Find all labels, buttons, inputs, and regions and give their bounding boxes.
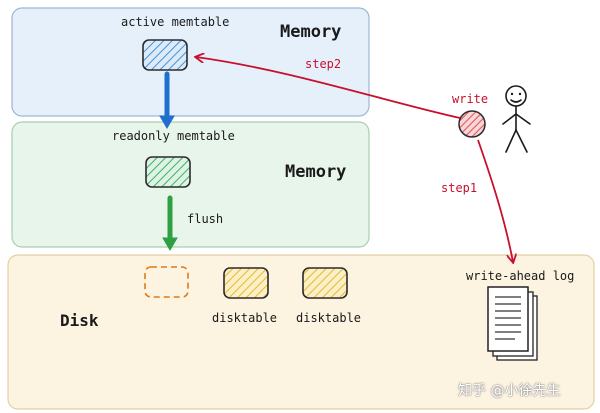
watermark: 知乎 @小徐先生 — [458, 383, 561, 399]
write-op-circle — [458, 110, 486, 138]
readonly-memtable-box — [145, 156, 191, 188]
write-ahead-log-label: write-ahead log — [466, 269, 575, 283]
user-figure-icon — [502, 85, 531, 153]
step1-arrow — [477, 139, 513, 262]
memory-active-label: Memory — [280, 22, 342, 42]
disk-label: Disk — [60, 311, 99, 330]
new-disktable-placeholder — [144, 266, 189, 298]
step2-arrow — [196, 57, 461, 119]
write-label: write — [452, 92, 489, 106]
memory-readonly-label: Memory — [285, 162, 347, 182]
active-memtable-label: active memtable — [121, 15, 230, 29]
flush-label: flush — [187, 212, 224, 226]
write-ahead-log-icon — [487, 286, 538, 361]
step2-label: step2 — [305, 57, 342, 71]
disktable-2-label: disktable — [296, 311, 362, 325]
step1-label: step1 — [441, 181, 478, 195]
convert-arrow — [159, 71, 175, 129]
memory-readonly-region — [11, 121, 370, 248]
disktable-1-label: disktable — [212, 311, 278, 325]
disk-region — [7, 254, 595, 410]
disktable-1-box — [223, 267, 269, 299]
memory-active-region — [11, 7, 370, 117]
active-memtable-box — [142, 39, 188, 71]
readonly-memtable-label: readonly memtable — [112, 129, 235, 143]
flush-arrow — [162, 195, 178, 251]
disktable-2-box — [302, 267, 348, 299]
